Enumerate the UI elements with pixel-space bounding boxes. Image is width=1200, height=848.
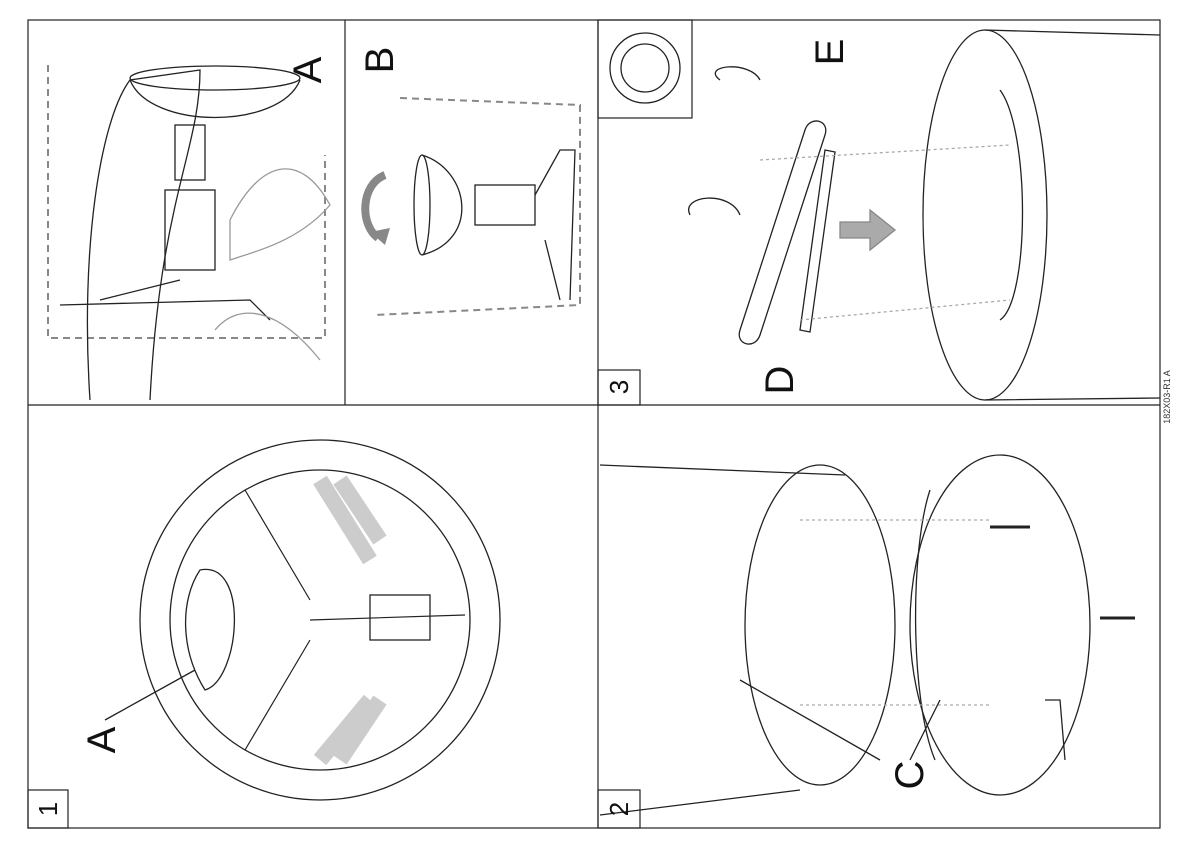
label-b: B xyxy=(358,46,402,74)
fixture-mounting-illustration xyxy=(599,454,1135,816)
fixture-front-illustration xyxy=(104,439,501,801)
label-c: C xyxy=(888,760,932,790)
panel-frames xyxy=(27,19,1161,829)
tube-lamp-illustration xyxy=(609,29,1161,401)
panel-number-2: 2 xyxy=(604,801,634,817)
panel-number-3: 3 xyxy=(604,379,634,395)
label-d: D xyxy=(758,365,802,395)
label-a-top: A xyxy=(286,56,330,84)
lamp-rotate-illustration xyxy=(361,97,581,316)
panel-number-1: 1 xyxy=(33,801,63,817)
lamp-removal-illustration xyxy=(47,65,331,401)
label-e: E xyxy=(808,38,852,66)
document-code: 182X03-R1 A xyxy=(1161,370,1172,424)
label-a: A xyxy=(80,726,124,754)
